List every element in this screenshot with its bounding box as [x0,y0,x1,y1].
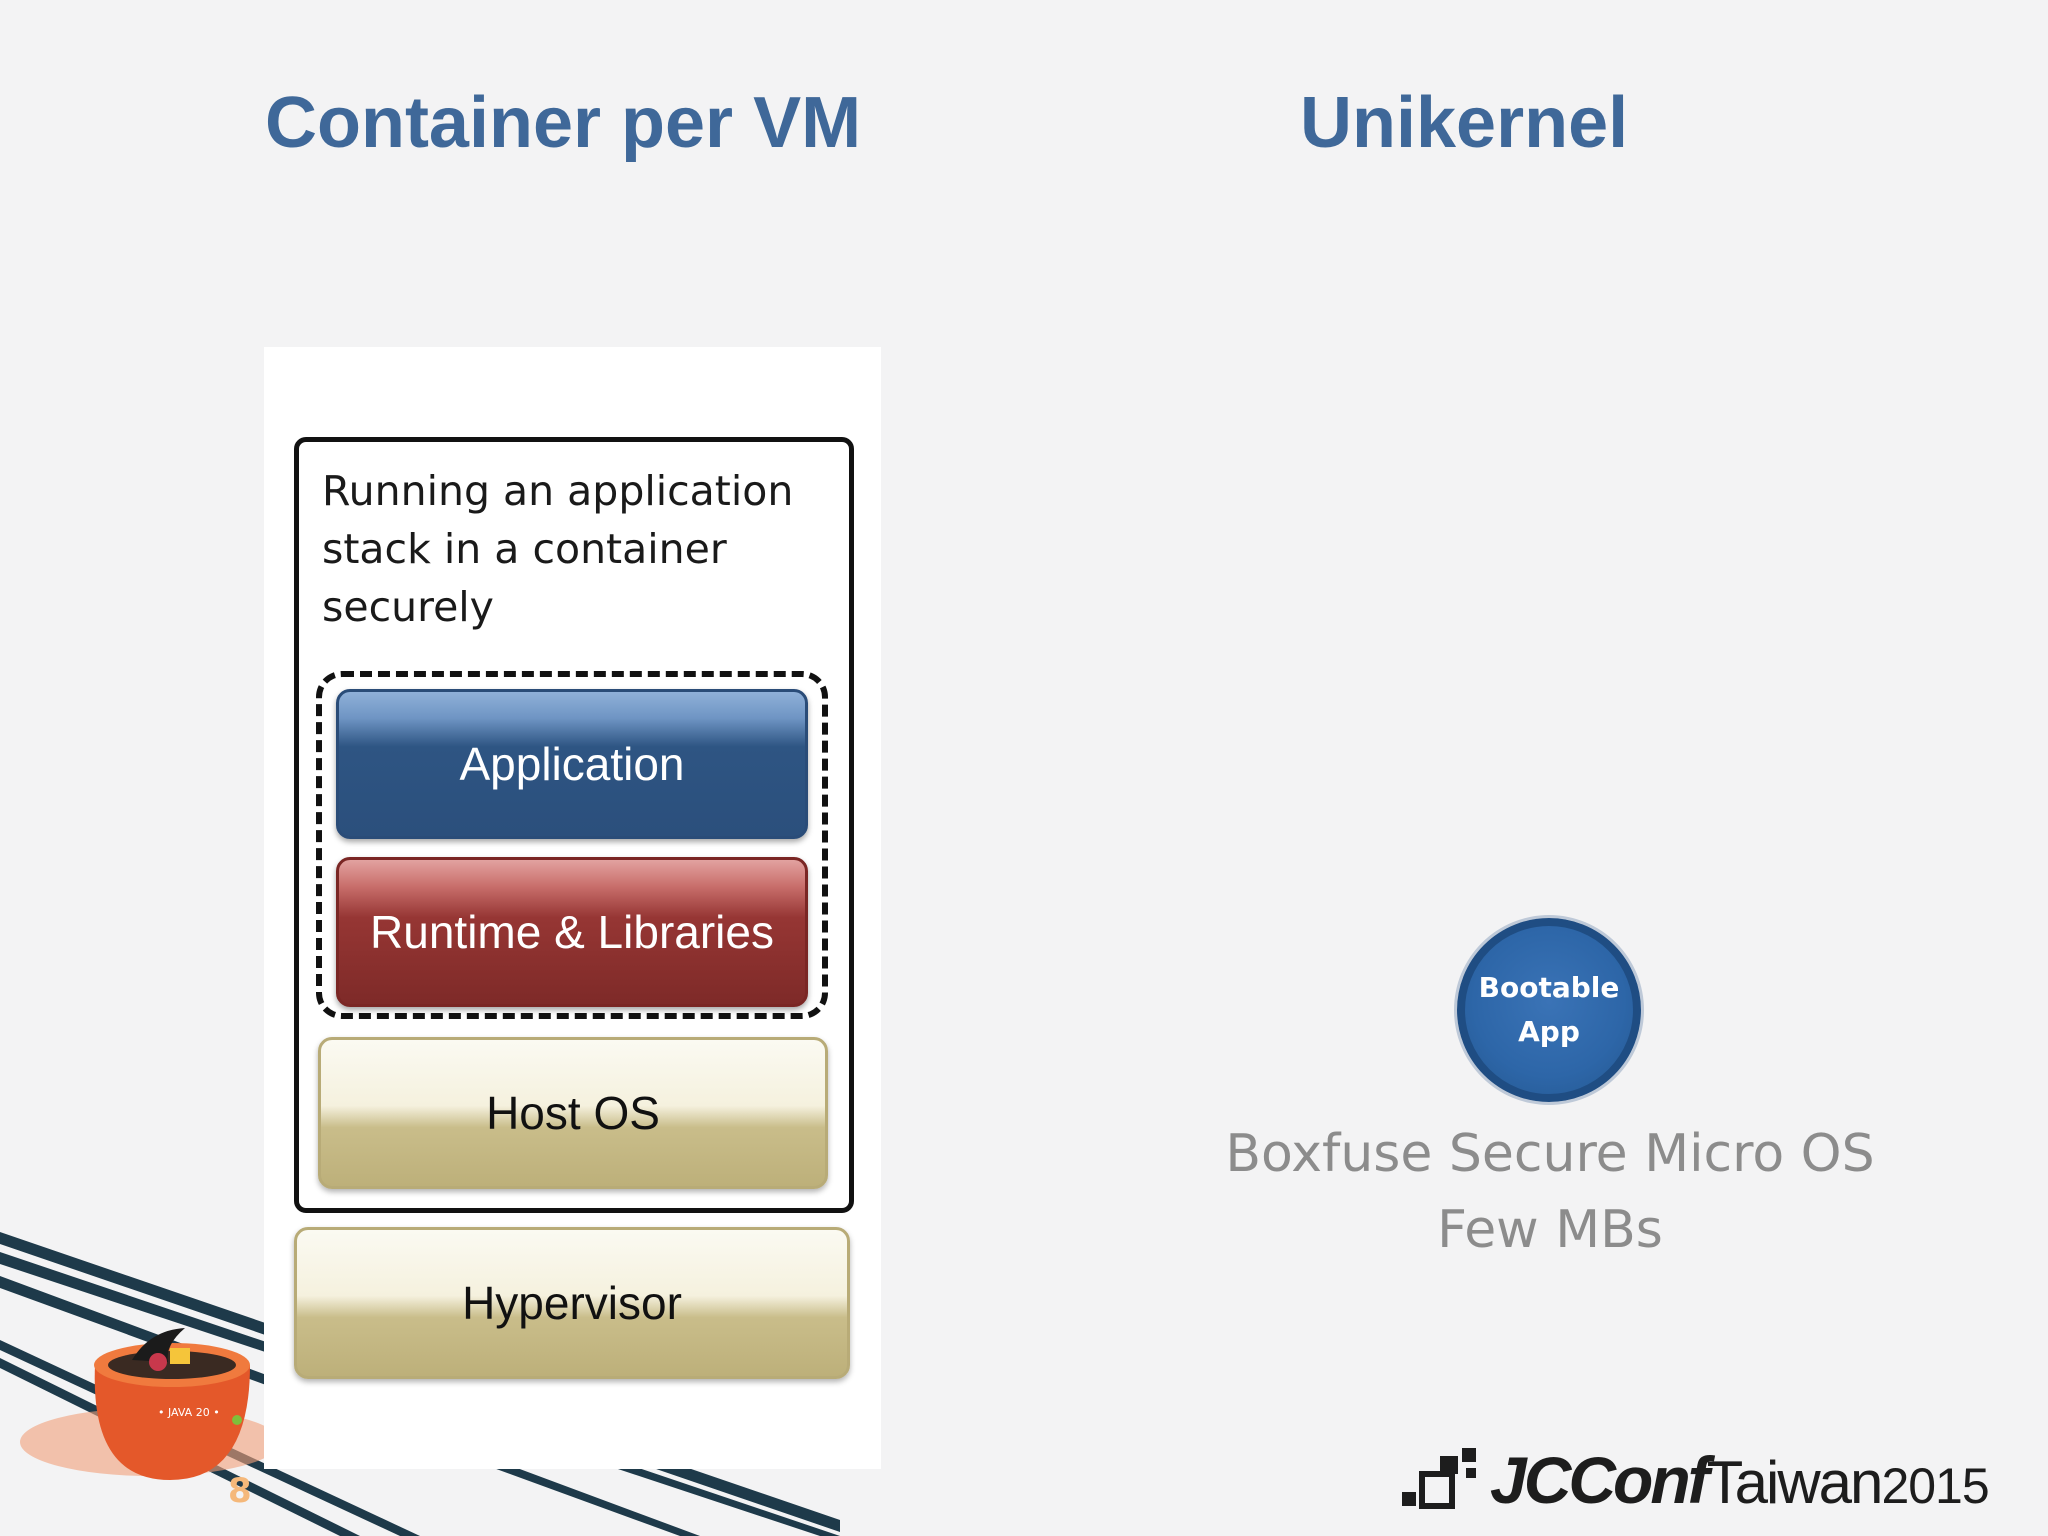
bootable-app-label: Bootable App [1478,971,1620,1048]
application-layer: Application [336,689,808,839]
mascot-number: 8 [228,1471,252,1511]
container-per-vm-heading: Container per VM [265,83,862,163]
hypervisor-layer: Hypervisor [294,1227,850,1379]
jcconf-logo: JCConfTaiwan2015 [1400,1440,2020,1520]
unikernel-heading: Unikernel [1300,83,1629,163]
container-stack-diagram: Running an application stack in a contai… [264,347,881,1469]
bootable-app-circle: Bootable App [1457,918,1641,1102]
diagram-caption: Running an application stack in a contai… [322,467,794,631]
mascot-pot-icon: • JAVA 20 • 8 [94,1328,252,1511]
runtime-libraries-layer-label: Runtime & Libraries [370,906,774,958]
jcconf-squares-icon [1402,1448,1476,1509]
micro-os-size: Few MBs [1437,1200,1663,1260]
container-boundary-dashed [316,671,828,1019]
host-os-layer-label: Host OS [486,1087,660,1139]
logo-brand: JCConf [1490,1443,1710,1517]
micro-os-name: Boxfuse Secure Micro OS [1225,1124,1875,1184]
logo-year: 2015 [1881,1458,1989,1514]
mascot-badge-label: • JAVA 20 • [158,1406,220,1419]
hypervisor-layer-label: Hypervisor [462,1277,682,1329]
application-layer-label: Application [459,738,685,790]
logo-country: Taiwan [1706,1449,1884,1516]
runtime-libraries-layer: Runtime & Libraries [336,857,808,1007]
host-os-layer: Host OS [318,1037,828,1189]
